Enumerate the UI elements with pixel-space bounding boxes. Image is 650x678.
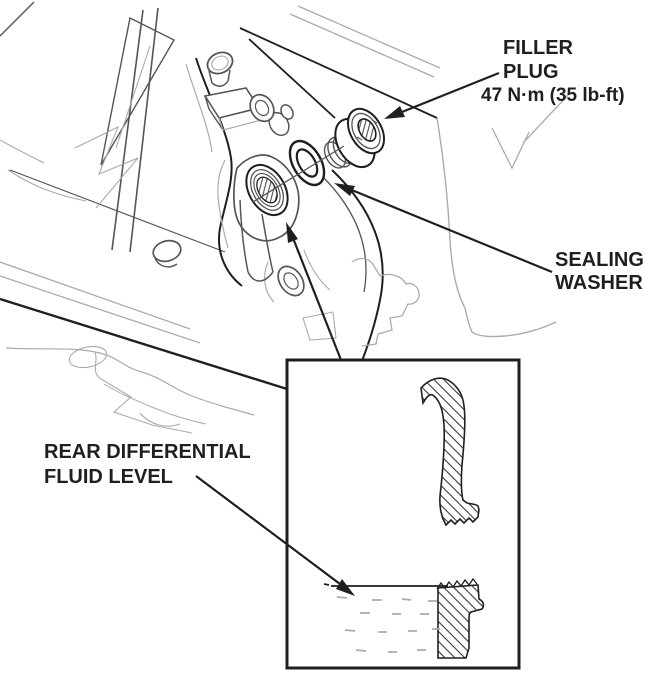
inset-detail-arrow (286, 222, 343, 361)
fluid-level-label-line2: FLUID LEVEL (44, 466, 173, 488)
exploded-axis-line (252, 145, 345, 203)
filler-plug-torque-spec: 47 N·m (35 lb-ft) (481, 85, 625, 106)
fluid-dashes (336, 596, 440, 653)
sensor-drawing (203, 87, 294, 137)
sealing-washer-label: SEALING WASHER (555, 249, 644, 295)
filler-plug-drawing (323, 107, 386, 169)
filler-plug-label: FILLER PLUG (503, 36, 573, 84)
filler-plug-label-line2: PLUG (503, 61, 559, 83)
inset-box (285, 358, 521, 670)
sealing-washer-arrow (334, 183, 553, 274)
fluid-level-label: REAR DIFFERENTIAL FLUID LEVEL (44, 440, 251, 490)
filler-plug-label-line1: FILLER (503, 37, 573, 59)
fluid-level-label-line1: REAR DIFFERENTIAL (44, 441, 251, 463)
wall-cross-section (437, 584, 485, 659)
fluid-level-arrow (195, 475, 355, 596)
filler-hole-drawing (233, 154, 300, 282)
sealing-washer-label-line2: WASHER (555, 272, 643, 294)
background-lineart (0, 1, 571, 434)
neck-cross-section (420, 377, 480, 527)
bolt-drawing (206, 51, 234, 87)
leader-arrows (195, 71, 553, 596)
fluid-surface-line (323, 583, 448, 587)
sealing-washer-label-line1: SEALING (555, 249, 644, 271)
filler-plug-arrow (384, 71, 500, 119)
